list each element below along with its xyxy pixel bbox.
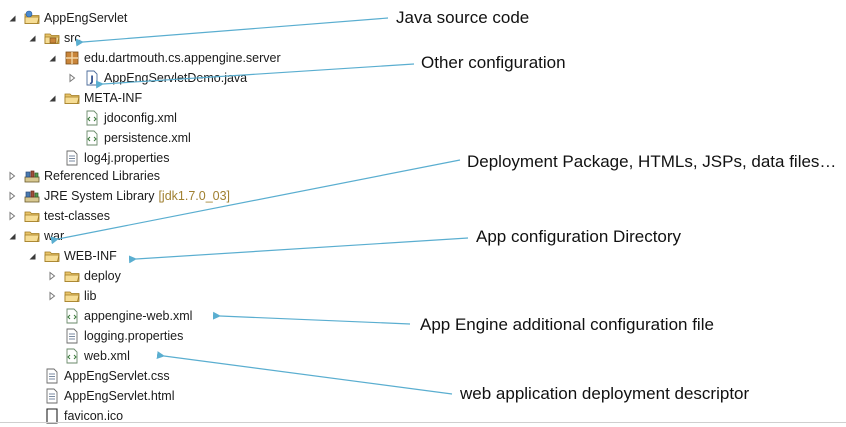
expand-arrow-icon[interactable] [26,32,38,44]
annotation-java-source: Java source code [396,8,530,27]
tree-item-label: lib [84,289,97,303]
text-file-icon [44,388,60,404]
tree-item-label: appengine-web.xml [84,309,193,323]
collapse-arrow-icon[interactable] [6,190,18,202]
folder-icon [24,228,40,244]
xml-file-icon [64,348,80,364]
expand-arrow-icon[interactable] [46,52,58,64]
expand-arrow-icon[interactable] [6,230,18,242]
spacer [66,132,78,144]
annotation-deployment-descriptor: web application deployment descriptor [460,384,750,403]
tree-item-label: favicon.ico [64,409,124,423]
tree-item[interactable]: edu.dartmouth.cs.appengine.server [46,48,281,68]
spacer [46,350,58,362]
folder-icon [24,208,40,224]
xml-file-icon [64,308,80,324]
tree-item[interactable]: Referenced Libraries [6,166,160,186]
text-file-icon [64,150,80,166]
tree-item-label: web.xml [84,349,130,363]
tree-item-label: deploy [84,269,121,283]
package-icon [64,50,80,66]
text-file-icon [44,368,60,384]
spacer [46,152,58,164]
expand-arrow-icon[interactable] [26,250,38,262]
spacer [26,390,38,402]
tree-item[interactable]: war [6,226,64,246]
tree-item-label: AppEngServlet [44,11,128,25]
tree-item[interactable]: favicon.ico [26,406,123,426]
project-icon [24,10,40,26]
folder-icon [64,90,80,106]
tree-item-label: edu.dartmouth.cs.appengine.server [84,51,281,65]
library-icon [24,168,40,184]
spacer [26,370,38,382]
annotation-deployment-package: Deployment Package, HTMLs, JSPs, data fi… [467,152,837,171]
tree-item[interactable]: AppEngServlet [6,8,127,28]
tree-item-label: META-INF [84,91,143,105]
tree-item-label: AppEngServlet.css [64,369,170,383]
tree-item[interactable]: AppEngServlet.css [26,366,170,386]
tree-item[interactable]: WEB-INF [26,246,117,266]
tree-item[interactable]: test-classes [6,206,110,226]
collapse-arrow-icon[interactable] [6,170,18,182]
tree-item[interactable]: persistence.xml [66,128,191,148]
spacer [46,310,58,322]
spacer [46,330,58,342]
expand-arrow-icon[interactable] [6,12,18,24]
folder-icon [44,248,60,264]
xml-file-icon [84,130,100,146]
tree-item-label: Referenced Libraries [44,169,161,183]
collapse-arrow-icon[interactable] [46,290,58,302]
tree-item-label: WEB-INF [64,249,117,263]
expand-arrow-icon[interactable] [46,92,58,104]
collapse-arrow-icon[interactable] [46,270,58,282]
tree-item-label: logging.properties [84,329,184,343]
tree-item[interactable]: deploy [46,266,121,286]
source-folder-icon [44,30,60,46]
tree-item-label: log4j.properties [84,151,170,165]
tree-item-label: war [44,229,65,243]
tree-item-label: AppEngServlet.html [64,389,175,403]
divider [0,422,846,423]
spacer [66,112,78,124]
tree-item-label: src [64,31,81,45]
annotation-appengine-config: App Engine additional configuration file [420,315,714,334]
annotation-app-config-dir: App configuration Directory [476,227,682,246]
tree-item[interactable]: appengine-web.xml [46,306,192,326]
svg-text:J: J [89,75,93,85]
xml-file-icon [84,110,100,126]
blank-file-icon [44,408,60,424]
tree-item-label: test-classes [44,209,110,223]
annotation-other-config: Other configuration [421,53,566,72]
tree-item[interactable]: J AppEngServletDemo.java [66,68,247,88]
collapse-arrow-icon[interactable] [6,210,18,222]
tree-item[interactable]: META-INF [46,88,142,108]
tree-item-decoration: [jdk1.7.0_03] [158,189,231,203]
tree-item[interactable]: lib [46,286,97,306]
library-icon [24,188,40,204]
tree-item[interactable]: JRE System Library[jdk1.7.0_03] [6,186,230,206]
java-file-icon: J [84,70,100,86]
tree-item[interactable]: web.xml [46,346,130,366]
tree-item[interactable]: log4j.properties [46,148,169,168]
tree-item[interactable]: src [26,28,81,48]
collapse-arrow-icon[interactable] [66,72,78,84]
tree-item-label: jdoconfig.xml [104,111,177,125]
folder-icon [64,288,80,304]
tree-item-label: JRE System Library [44,189,155,203]
tree-item-label: persistence.xml [104,131,191,145]
spacer [26,410,38,422]
tree-item-label: AppEngServletDemo.java [104,71,248,85]
tree-item[interactable]: AppEngServlet.html [26,386,174,406]
text-file-icon [64,328,80,344]
tree-item[interactable]: jdoconfig.xml [66,108,177,128]
tree-item[interactable]: logging.properties [46,326,183,346]
folder-icon [64,268,80,284]
